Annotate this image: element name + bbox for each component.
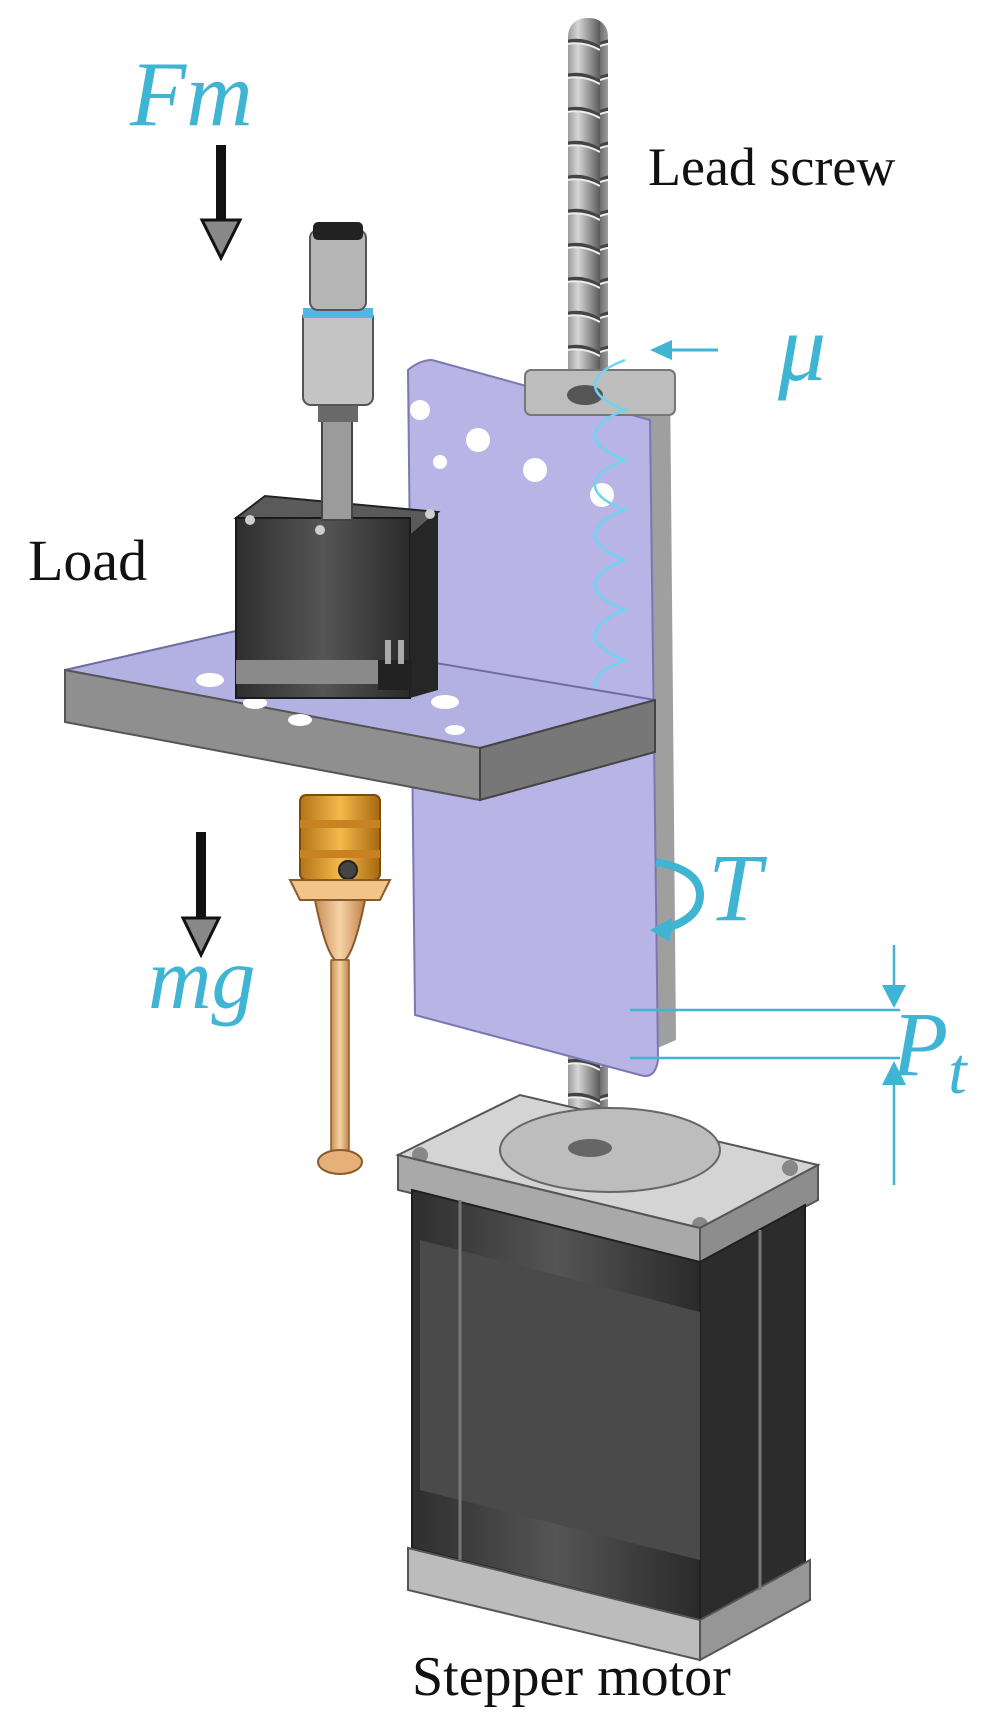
mg-label: mg xyxy=(148,931,256,1028)
pitch-main: P xyxy=(891,993,948,1095)
stepper-motor xyxy=(395,1093,821,1662)
pitch-label: Pt xyxy=(891,993,968,1108)
mu-label: μ xyxy=(777,294,826,401)
pitch-subscript: t xyxy=(948,1035,968,1108)
load-label: Load xyxy=(28,528,147,593)
stepper-motor-label: Stepper motor xyxy=(412,1646,731,1708)
lead-screw-label: Lead screw xyxy=(648,137,895,197)
torque-label: T xyxy=(708,834,768,941)
probe-tip xyxy=(288,794,392,1175)
mg-arrow xyxy=(180,832,222,959)
mu-arrow xyxy=(650,340,718,360)
fm-arrow xyxy=(199,145,243,262)
torque-arrow-icon xyxy=(650,858,705,942)
load-motor xyxy=(233,222,441,699)
pitch-dimension xyxy=(630,945,906,1185)
fm-label: Fm xyxy=(129,43,253,145)
